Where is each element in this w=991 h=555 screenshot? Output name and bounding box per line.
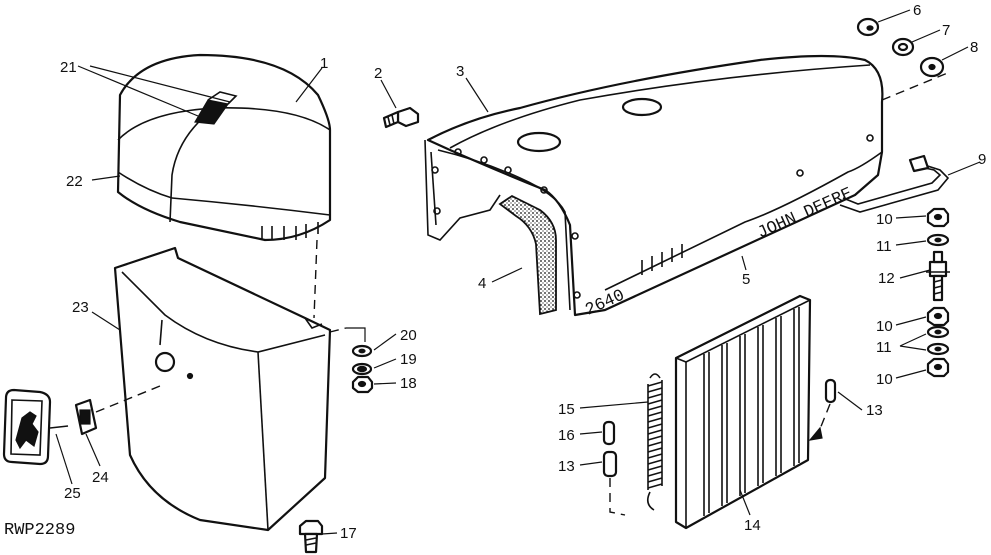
cover-panel-dash [313,239,318,319]
leader-lines [55,9,981,535]
callout-16: 16 [558,427,575,444]
callout-8: 8 [970,39,978,56]
deere-emblem-part [2,388,69,466]
bumper-left-dash [609,478,626,516]
hood-part [424,54,884,317]
washer-group-bracket [346,327,366,342]
callout-3: 3 [456,63,464,80]
callout-21: 21 [60,59,77,76]
washer-8-part [919,56,945,78]
figure-code: RWP2289 [4,521,75,540]
callout-10a: 10 [876,211,893,228]
callout-6: 6 [913,2,921,19]
washer-20-part [351,344,373,358]
callout-24: 24 [92,469,109,486]
bumper-13a-part [824,378,837,404]
washer-11c-part [926,342,950,356]
callout-2: 2 [374,65,382,82]
emblem-dash [95,385,161,413]
washer-11b-part [926,325,950,339]
callout-22: 22 [66,173,83,190]
callout-11a: 11 [876,238,892,255]
bumper-right-dash [817,403,831,435]
callout-9: 9 [978,151,986,168]
callout-20: 20 [400,327,417,344]
bolt-2-part [382,106,420,129]
callout-17: 17 [340,525,357,542]
callout-18: 18 [400,375,417,392]
callout-13a: 13 [866,402,883,419]
callout-5: 5 [742,271,750,288]
callout-labels: 1 2 3 4 5 6 7 8 9 10 11 12 10 11 10 13 1… [60,2,986,542]
washer-hood-dash [881,71,951,101]
upper-cover-part [116,53,332,242]
washer-19-part [351,362,373,376]
washer-11a-part [926,233,950,247]
spring-15-part [646,373,663,511]
bolt-17-part [298,519,324,554]
grille-part [674,294,812,530]
nut-10a-part [926,207,950,228]
stud-12-part [926,250,950,302]
callout-15: 15 [558,401,575,418]
callout-4: 4 [478,275,486,292]
washer-dash [329,327,347,333]
bumper-right-arrow [808,426,823,441]
callout-19: 19 [400,351,417,368]
callout-25: 25 [64,485,81,502]
rod-9-part [839,154,950,213]
callout-10b: 10 [876,318,893,335]
callout-1: 1 [320,55,328,72]
bumper-13b-part [602,450,618,478]
callout-23: 23 [72,299,89,316]
callout-10c: 10 [876,371,893,388]
callout-14: 14 [744,517,761,534]
bumper-16-part [602,420,616,446]
callout-12: 12 [878,270,895,287]
washer-7-part [891,37,915,57]
callout-11b: 11 [876,339,892,356]
front-panel-part [113,246,332,532]
nut-18-part [351,375,374,394]
vent-part [194,91,238,125]
hood-gasket-part [498,194,557,316]
callout-7: 7 [942,22,950,39]
clip-part [74,398,98,436]
nut-10b-part [926,306,950,327]
callout-13b: 13 [558,458,575,475]
washer-6-part [856,17,880,37]
nut-10c-part [926,357,950,378]
